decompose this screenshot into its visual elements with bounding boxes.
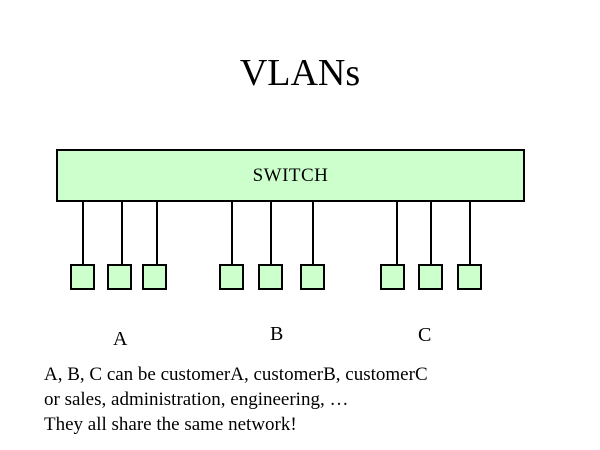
group-label-c: C bbox=[418, 324, 432, 346]
group-label-b: B bbox=[270, 323, 284, 345]
link-line bbox=[156, 202, 158, 265]
device-square bbox=[107, 264, 132, 290]
link-line bbox=[82, 202, 84, 265]
link-line bbox=[396, 202, 398, 265]
link-line bbox=[270, 202, 272, 265]
caption-block: A, B, C can be customerA, customerB, cus… bbox=[44, 362, 428, 437]
link-line bbox=[231, 202, 233, 265]
group-label-a: A bbox=[113, 328, 128, 350]
link-line bbox=[430, 202, 432, 265]
caption-line-1: A, B, C can be customerA, customerB, cus… bbox=[44, 364, 428, 385]
link-line bbox=[312, 202, 314, 265]
caption-line-3: They all share the same network! bbox=[44, 414, 297, 435]
device-square bbox=[380, 264, 405, 290]
device-square bbox=[457, 264, 482, 290]
device-square bbox=[300, 264, 325, 290]
switch-node: SWITCH bbox=[56, 149, 525, 202]
link-line bbox=[469, 202, 471, 265]
switch-label: SWITCH bbox=[252, 164, 329, 186]
device-square bbox=[219, 264, 244, 290]
device-square bbox=[258, 264, 283, 290]
device-square bbox=[418, 264, 443, 290]
device-square bbox=[142, 264, 167, 290]
link-line bbox=[121, 202, 123, 265]
caption-line-2: or sales, administration, engineering, … bbox=[44, 389, 349, 410]
slide-title: VLANs bbox=[239, 52, 361, 94]
device-square bbox=[70, 264, 95, 290]
